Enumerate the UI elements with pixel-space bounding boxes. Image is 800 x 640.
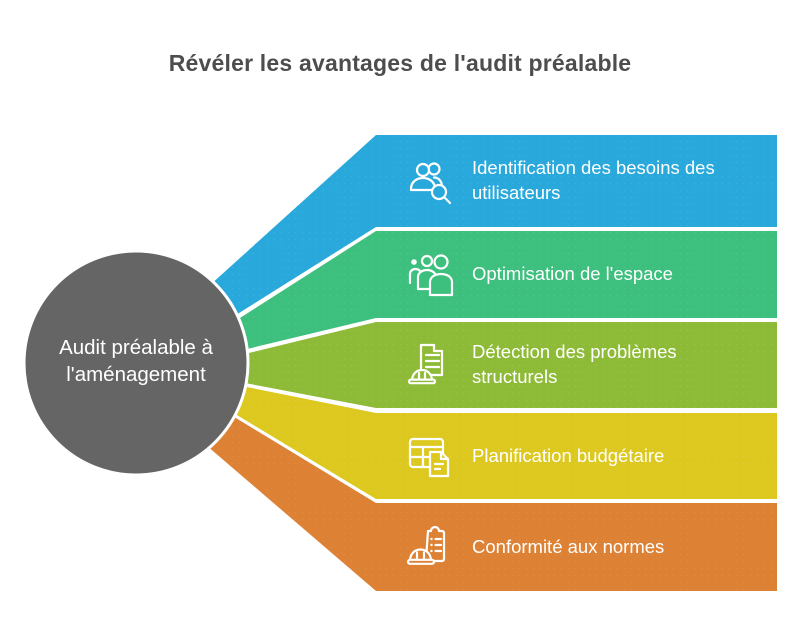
band-row-compliance: Conformité aux normes bbox=[376, 503, 777, 591]
central-circle bbox=[22, 249, 250, 477]
band-texture bbox=[178, 406, 777, 591]
band-label: Planification budgétaire bbox=[472, 444, 665, 466]
band-label: Identification des besoins des utilisate… bbox=[472, 157, 715, 203]
band-row-structural-issues: Détection des problèmes structurels bbox=[376, 322, 777, 408]
budget-table-icon bbox=[406, 432, 454, 480]
band-row-budget-planning: Planification budgétaire bbox=[376, 413, 777, 499]
band-texture bbox=[224, 322, 777, 408]
band-texture bbox=[215, 231, 777, 355]
users-search-icon bbox=[406, 157, 454, 205]
building-inspection-icon bbox=[406, 341, 454, 389]
band-row-users-needs: Identification des besoins des utilisate… bbox=[376, 135, 777, 227]
people-group-icon bbox=[406, 251, 454, 299]
band-label: Détection des problèmes structurels bbox=[472, 341, 677, 387]
band-row-space-optimization: Optimisation de l'espace bbox=[376, 231, 777, 318]
band-texture bbox=[212, 382, 777, 499]
band-texture bbox=[178, 135, 777, 330]
central-circle-label: Audit préalable à l'aménagement bbox=[59, 336, 213, 386]
band-label: Conformité aux normes bbox=[472, 535, 665, 557]
helmet-checklist-icon bbox=[406, 523, 454, 571]
page-title: Révéler les avantages de l'audit préalab… bbox=[168, 50, 632, 76]
band-label: Optimisation de l'espace bbox=[472, 263, 673, 285]
